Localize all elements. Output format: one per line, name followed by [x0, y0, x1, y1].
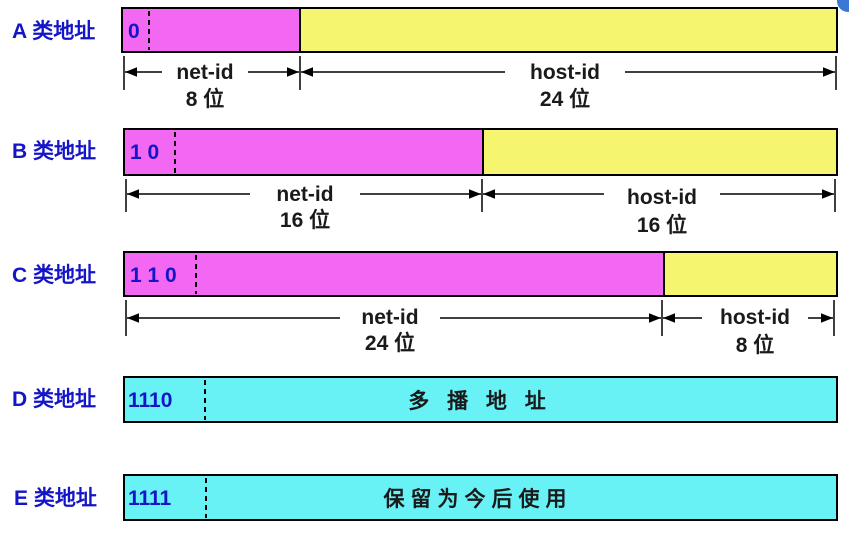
class-e-label: E 类地址 — [14, 486, 97, 510]
class-b-host-bits: 16 位 — [637, 213, 687, 237]
class-d-row: D 类地址 1110 多 播 地 址 — [12, 376, 838, 423]
class-b-host-field — [482, 128, 838, 176]
class-b-host-name: host-id — [627, 186, 697, 209]
class-b-net-name: net-id — [276, 183, 333, 206]
class-a-host-name: host-id — [530, 61, 600, 84]
class-c-label: C 类地址 — [12, 263, 96, 287]
class-d-prefix: 1110 — [128, 389, 172, 412]
class-b-net-bits: 16 位 — [280, 208, 330, 232]
class-c-net-name: net-id — [361, 306, 418, 329]
class-b-net-field — [123, 128, 484, 176]
class-b-label: B 类地址 — [12, 139, 96, 163]
class-c-host-name: host-id — [720, 306, 790, 329]
class-e-prefix: 1111 — [128, 487, 172, 510]
class-a-net-name: net-id — [176, 61, 233, 84]
class-a-net-bits: 8 位 — [186, 87, 225, 111]
class-a-label: A 类地址 — [12, 19, 95, 43]
class-c-host-field — [663, 251, 838, 297]
class-a-prefix: 0 — [128, 20, 140, 43]
class-c-host-bits: 8 位 — [736, 333, 775, 357]
class-d-purpose: 多 播 地 址 — [408, 389, 552, 413]
class-a-host-bits: 24 位 — [540, 87, 590, 111]
class-e-field — [123, 474, 838, 521]
class-c-row: C 类地址 1 1 0 net-id 24 位 host-id 8 位 — [12, 251, 838, 357]
class-c-net-field — [123, 251, 665, 297]
class-e-purpose: 保留为今后使用 — [383, 487, 573, 511]
class-b-row: B 类地址 1 0 net-id 16 位 host-id 16 位 — [12, 128, 838, 237]
class-d-label: D 类地址 — [12, 387, 96, 411]
class-a-row: A 类地址 0 net-id 8 位 host-id 24 位 — [12, 7, 838, 111]
class-c-prefix: 1 1 0 — [130, 264, 177, 287]
class-b-prefix: 1 0 — [130, 141, 159, 164]
class-d-field — [123, 376, 838, 423]
class-a-host-field — [299, 7, 838, 53]
class-c-net-bits: 24 位 — [365, 331, 415, 355]
corner-badge — [837, 0, 849, 12]
class-e-row: E 类地址 1111 保留为今后使用 — [14, 474, 838, 521]
